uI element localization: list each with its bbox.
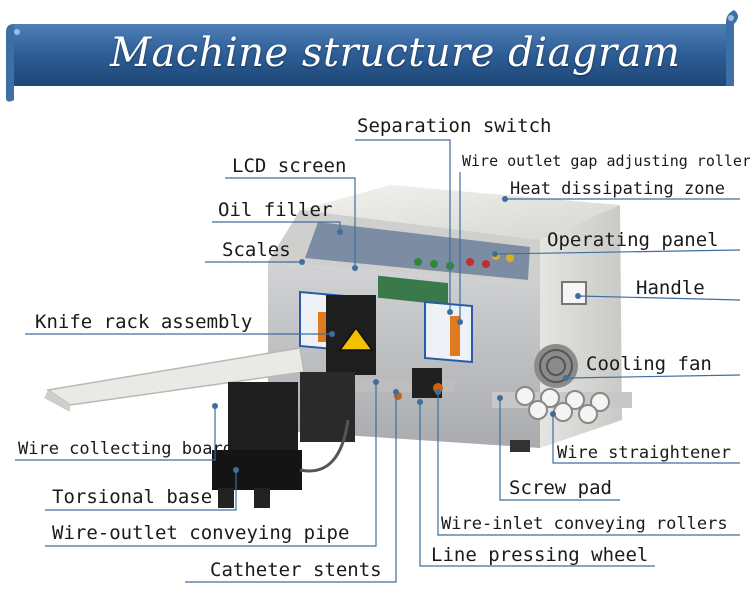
label-handle: Handle [636,277,705,299]
label-scales: Scales [222,239,291,261]
label-screw-pad: Screw pad [509,477,612,499]
label-wire-straightener: Wire straightener [557,443,731,463]
label-wire-outlet-conveying-pipe: Wire-outlet conveying pipe [52,522,350,544]
label-line-pressing-wheel: Line pressing wheel [431,544,649,566]
label-knife-rack-assembly: Knife rack assembly [35,311,253,333]
label-heat-dissipating-zone: Heat dissipating zone [510,179,725,199]
label-operating-panel: Operating panel [547,229,719,251]
label-cooling-fan: Cooling fan [586,353,712,375]
label-lcd-screen: LCD screen [232,155,347,177]
label-oil-filler: Oil filler [218,199,333,221]
title-banner [6,10,738,102]
label-catheter-stents: Catheter stents [210,559,382,581]
diagram-title: Machine structure diagram [110,30,681,76]
label-wire-outlet-gap-rollers: Wire outlet gap adjusting rollers [462,152,750,170]
label-wire-inlet-conveying-rollers: Wire-inlet conveying rollers [441,514,728,534]
label-torsional-base: Torsional base [52,486,213,508]
label-wire-collecting-board: Wire collecting board [18,439,233,459]
label-separation-switch: Separation switch [357,115,552,137]
